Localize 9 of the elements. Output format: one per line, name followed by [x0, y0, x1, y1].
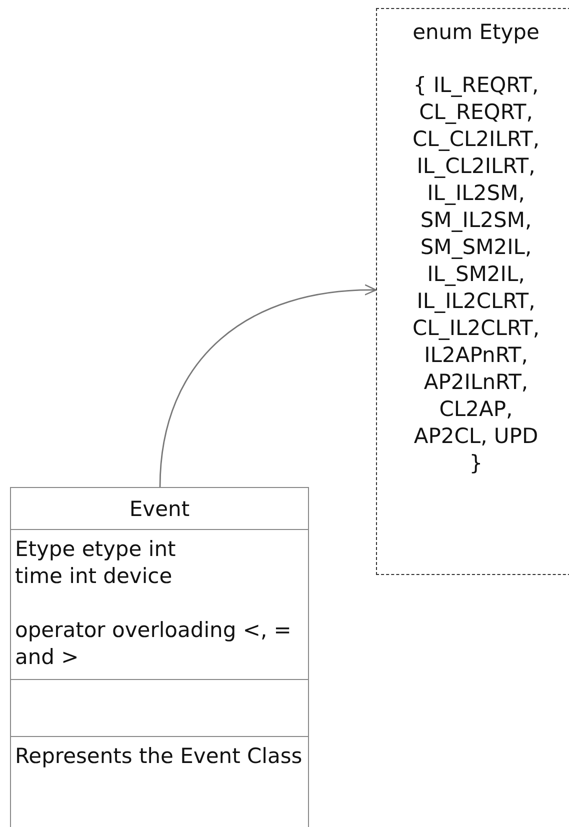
operator-note: operator overloading <, = and >: [15, 617, 292, 671]
arrow: [159, 284, 377, 488]
enum-box: [376, 8, 569, 575]
class-name: Event: [11, 488, 308, 530]
class-description: Represents the Event Class: [15, 743, 304, 770]
class-box: [10, 487, 309, 827]
attribute-list: Etype etype int time int device: [15, 536, 304, 590]
enum-name: enum Etype: [412, 19, 540, 46]
enum-values: { IL_REQRT, CL_REQRT, CL_CL2ILRT, IL_CL2ILRT, IL_IL2SM, SM_IL2SM, SM_SM2IL, IL_SM2IL, IL_IL2CLRT, CL_IL2CLRT, IL2APnRT, AP2ILnRT, CL2AP, AP2CL, UPD }: [412, 72, 540, 477]
